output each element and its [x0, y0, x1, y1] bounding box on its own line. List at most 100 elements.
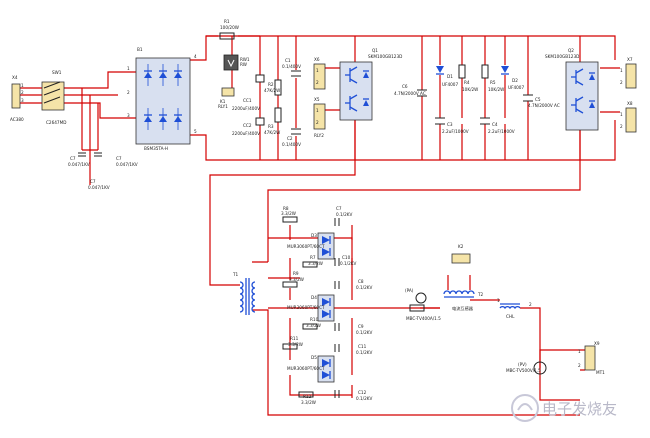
c2-ref: C2: [287, 136, 293, 141]
r7-value: 3.3/2W: [308, 261, 323, 266]
connector-x6: X6 1 2: [313, 57, 326, 90]
x9-name: MT1: [596, 370, 605, 375]
bridge-diode: [174, 64, 182, 86]
c4-value: 2.2uF/1000V: [488, 129, 515, 134]
bridge-diode: [144, 64, 152, 86]
c1-value: 0.1/400V: [282, 64, 301, 69]
c12-value: 0.1/2KV: [356, 396, 372, 401]
r1-value: 100/20W: [220, 25, 239, 30]
c7-ref: C7: [70, 156, 76, 161]
connector-x9: X9 MT1 12: [578, 341, 605, 375]
c10-ref: C10: [342, 255, 351, 260]
voltmeter-pv: (PV) MBC-TV500V/1.5: [506, 361, 547, 375]
d3-ref: D3: [311, 233, 317, 238]
c9-ref: C7: [90, 179, 96, 184]
x6-name: RLY2: [314, 133, 324, 138]
cc1-ref: CC1: [243, 98, 252, 103]
svg-text:1: 1: [620, 68, 623, 73]
c2-value: 0.1/400V: [282, 142, 301, 147]
c9-value: 0.047/1KV: [88, 185, 110, 190]
c11-value: 0.1/2KV: [356, 350, 372, 355]
igbt-q1: Q1 SKM100GB123D: [339, 48, 402, 121]
c9b-ref: C9: [358, 324, 364, 329]
svg-text:1: 1: [316, 68, 319, 73]
c3-ref: C3: [447, 122, 453, 127]
svg-text:1: 1: [21, 83, 24, 88]
cc1-value: 2200uF/400V: [232, 106, 260, 111]
choke-l1: CHL 12: [497, 298, 532, 319]
svg-text:1: 1: [316, 108, 319, 113]
rw1-value: RW: [240, 62, 247, 67]
r9-ref: R9: [293, 271, 299, 276]
watermark: 电子发烧友: [511, 394, 617, 422]
dc-bus-capacitors: CC1 2200uF/400V CC2 2200uF/400V R2 47K/2…: [232, 58, 301, 147]
t1-ref: T1: [232, 272, 239, 277]
r1-resistor: R1 100/20W: [219, 19, 239, 40]
pv-name: MBC-TV500V/1.5: [506, 368, 541, 373]
igbt-switch: [345, 94, 369, 112]
pv-ref: (PV): [518, 362, 527, 367]
d2-name: UF4007: [508, 85, 524, 90]
c12-ref: C12: [358, 390, 367, 395]
k2-t2: K2 T2 电流互感器: [443, 244, 484, 312]
bridge-b1: B1 BSM35TA-H 123 45: [127, 47, 197, 151]
sw1-ref: SW1: [52, 70, 62, 75]
svg-text:1: 1: [578, 349, 581, 354]
c5-ref: C5: [535, 97, 541, 102]
r8-value: 3.3/2W: [281, 211, 296, 216]
d5-name: MUR3060PT/60CT: [287, 366, 325, 371]
switch-sw1: SW1 C2647MD: [41, 70, 66, 125]
k1-ref: K1: [220, 99, 226, 104]
igbt-switch: [571, 68, 595, 86]
igbt-switch: [345, 66, 369, 84]
connector-x4: X4 AC380 123: [10, 75, 24, 122]
c5-value: 4.7N/2000V AC: [528, 103, 560, 108]
x6-ref: X6: [314, 57, 320, 62]
c6-value: 4.7N/2000V AC: [394, 91, 426, 96]
r10-ref: R10: [310, 317, 319, 322]
connector-x8: X8 12: [620, 101, 637, 133]
secondary-rectifier: R8 3.3/2W C7 0.1/2KV D3 MUR3060PT/60CT R…: [281, 206, 372, 405]
d1-ref: D1: [447, 74, 453, 79]
r11-value: 3.3/2W: [288, 342, 303, 347]
d5-ref: D5: [311, 355, 317, 360]
c8b-value: 0.1/2KV: [356, 285, 372, 290]
c1-ref: C1: [285, 58, 291, 63]
c8-ref: C7: [116, 156, 122, 161]
r5-value: 10K/2W: [488, 87, 504, 92]
igbt-switch: [571, 96, 595, 114]
q1-name: SKM100GB123D: [368, 54, 402, 59]
bridge-diode: [159, 64, 167, 86]
d3-name: MUR3060PT/60CT: [287, 244, 325, 249]
r5-ref: R5: [490, 80, 496, 85]
r12-ref: R12: [303, 394, 312, 399]
c8b-ref: C8: [358, 279, 364, 284]
c7b-value: 0.1/2KV: [336, 212, 352, 217]
svg-text:2: 2: [620, 124, 623, 129]
x5-ref: X5: [314, 97, 320, 102]
svg-text:1: 1: [620, 112, 623, 117]
input-capacitors: C7 0.047/1KV C7 0.047/1KV C7 0.047/1KV: [68, 152, 138, 190]
rw1-ref: RW1: [240, 57, 250, 62]
r9-value: 3.3/2W: [289, 277, 304, 282]
r12-value: 3.3/2W: [301, 400, 316, 405]
k2-ref: K2: [458, 244, 464, 249]
svg-text:2: 2: [316, 80, 319, 85]
rw1-relay: RW1 RW: [223, 54, 250, 71]
t2-name: 电流互感器: [452, 305, 474, 312]
svg-text:3: 3: [21, 98, 24, 103]
x7-ref: X7: [627, 57, 633, 62]
r1-ref: R1: [224, 19, 230, 24]
x4-label: AC380: [10, 117, 24, 122]
pa-ref: (PA): [405, 288, 414, 293]
connector-x7: X7 12: [620, 57, 637, 89]
b1-name: BSM35TA-H: [144, 146, 168, 151]
r4-value: 10K/2W: [462, 87, 478, 92]
k1-connector: K1 RLY1: [218, 87, 235, 109]
x4-ref: X4: [12, 75, 18, 80]
c9b-value: 0.1/2KV: [356, 330, 372, 335]
pa-name: MBC-TV400A/1.5: [406, 316, 441, 321]
svg-text:2: 2: [127, 90, 130, 95]
c8-value: 0.047/1KV: [116, 162, 138, 167]
